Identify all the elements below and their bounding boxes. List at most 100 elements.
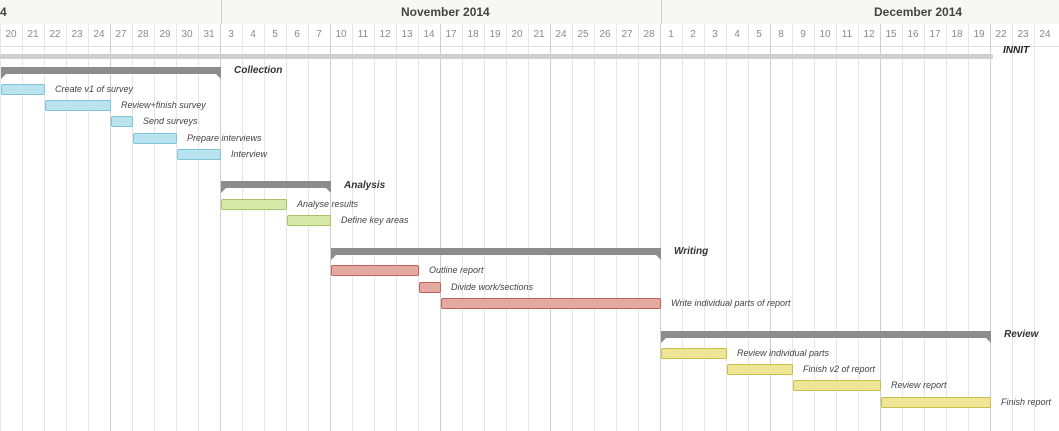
day-label: 10 — [819, 29, 831, 40]
grid-line — [704, 24, 705, 431]
task-bar[interactable] — [287, 215, 331, 226]
day-label: 24 — [93, 29, 105, 40]
grid-line — [330, 24, 331, 431]
day-label: 25 — [577, 29, 589, 40]
task-bar[interactable] — [177, 149, 221, 160]
day-label: 12 — [863, 29, 875, 40]
day-label: 11 — [841, 29, 853, 40]
summary-bar-review[interactable] — [661, 331, 991, 343]
task-bar[interactable] — [1, 84, 45, 95]
timeline-scroll-bar[interactable] — [0, 54, 993, 59]
day-label: 22 — [49, 29, 61, 40]
task-bar[interactable] — [881, 397, 991, 408]
day-label: 12 — [379, 29, 391, 40]
task-bar[interactable] — [111, 116, 133, 127]
day-label: 27 — [115, 29, 127, 40]
grid-line — [924, 24, 925, 431]
day-label: 24 — [1039, 29, 1051, 40]
summary-bar-collection[interactable] — [1, 67, 221, 79]
day-label: 11 — [357, 29, 369, 40]
grid-line — [660, 24, 661, 431]
grid-line — [880, 24, 881, 431]
grid-line — [506, 24, 507, 431]
summary-label-analysis: Analysis — [344, 180, 386, 191]
task-label: Divide work/sections — [451, 282, 534, 292]
grid-line — [242, 24, 243, 431]
grid-line — [264, 24, 265, 431]
task-bar[interactable] — [661, 348, 727, 359]
task-bar[interactable] — [441, 298, 661, 309]
day-label: 28 — [643, 29, 655, 40]
day-label: 23 — [71, 29, 83, 40]
day-label: 21 — [27, 29, 39, 40]
grid-line — [836, 24, 837, 431]
day-label: 19 — [973, 29, 985, 40]
task-label: Review individual parts — [737, 348, 830, 358]
day-label: 20 — [511, 29, 523, 40]
month-separator — [221, 0, 222, 24]
grid-line — [858, 24, 859, 431]
grid-line — [748, 24, 749, 431]
grid-line — [418, 24, 419, 431]
day-label: 22 — [995, 29, 1007, 40]
task-label: Finish v2 of report — [803, 364, 876, 374]
task-label: Review report — [891, 380, 947, 390]
grid-line — [902, 24, 903, 431]
summary-label-collection: Collection — [234, 65, 283, 76]
day-label: 4 — [734, 29, 740, 40]
day-label: 21 — [533, 29, 545, 40]
day-label: 5 — [272, 29, 278, 40]
task-label: Create v1 of survey — [55, 84, 134, 94]
grid-line — [1012, 24, 1013, 431]
day-label: 3 — [228, 29, 234, 40]
day-label: 24 — [555, 29, 567, 40]
grid-line — [682, 24, 683, 431]
summary-bar-analysis[interactable] — [221, 181, 331, 193]
day-label: 29 — [159, 29, 171, 40]
task-label: Write individual parts of report — [671, 298, 791, 308]
grid-line — [66, 24, 67, 431]
grid-line — [792, 24, 793, 431]
task-bar[interactable] — [727, 364, 793, 375]
task-label: Prepare interviews — [187, 133, 262, 143]
grid-line — [198, 24, 199, 431]
grid-line — [726, 24, 727, 431]
grid-line — [352, 24, 353, 431]
task-bar[interactable] — [133, 133, 177, 144]
task-label: Define key areas — [341, 215, 409, 225]
task-label: Analyse results — [297, 199, 359, 209]
grid-line — [176, 24, 177, 431]
grid-line — [22, 24, 23, 431]
grid-line — [968, 24, 969, 431]
task-label: Interview — [231, 149, 268, 159]
task-bar[interactable] — [419, 282, 441, 293]
grid-line — [484, 24, 485, 431]
day-label: 7 — [316, 29, 322, 40]
task-bar[interactable] — [793, 380, 881, 391]
day-label: 26 — [599, 29, 611, 40]
task-label: Send surveys — [143, 116, 198, 126]
day-label: 3 — [712, 29, 718, 40]
grid-line — [0, 24, 1, 431]
grid-line — [308, 24, 309, 431]
day-label: 27 — [621, 29, 633, 40]
summary-bar-writing[interactable] — [331, 248, 661, 260]
grid-line — [1034, 24, 1035, 431]
task-bar[interactable] — [45, 100, 111, 111]
day-label: 31 — [203, 29, 215, 40]
grid-line — [220, 24, 221, 431]
task-bar[interactable] — [331, 265, 419, 276]
task-bar[interactable] — [221, 199, 287, 210]
day-label: 17 — [445, 29, 457, 40]
grid-line — [594, 24, 595, 431]
day-label: 20 — [5, 29, 17, 40]
grid-line — [396, 24, 397, 431]
grid-line — [550, 24, 551, 431]
day-label: 2 — [690, 29, 696, 40]
day-label: 19 — [489, 29, 501, 40]
month-label: November 2014 — [401, 5, 490, 19]
grid-line — [44, 24, 45, 431]
task-label: Review+finish survey — [121, 100, 206, 110]
day-label: 16 — [907, 29, 919, 40]
